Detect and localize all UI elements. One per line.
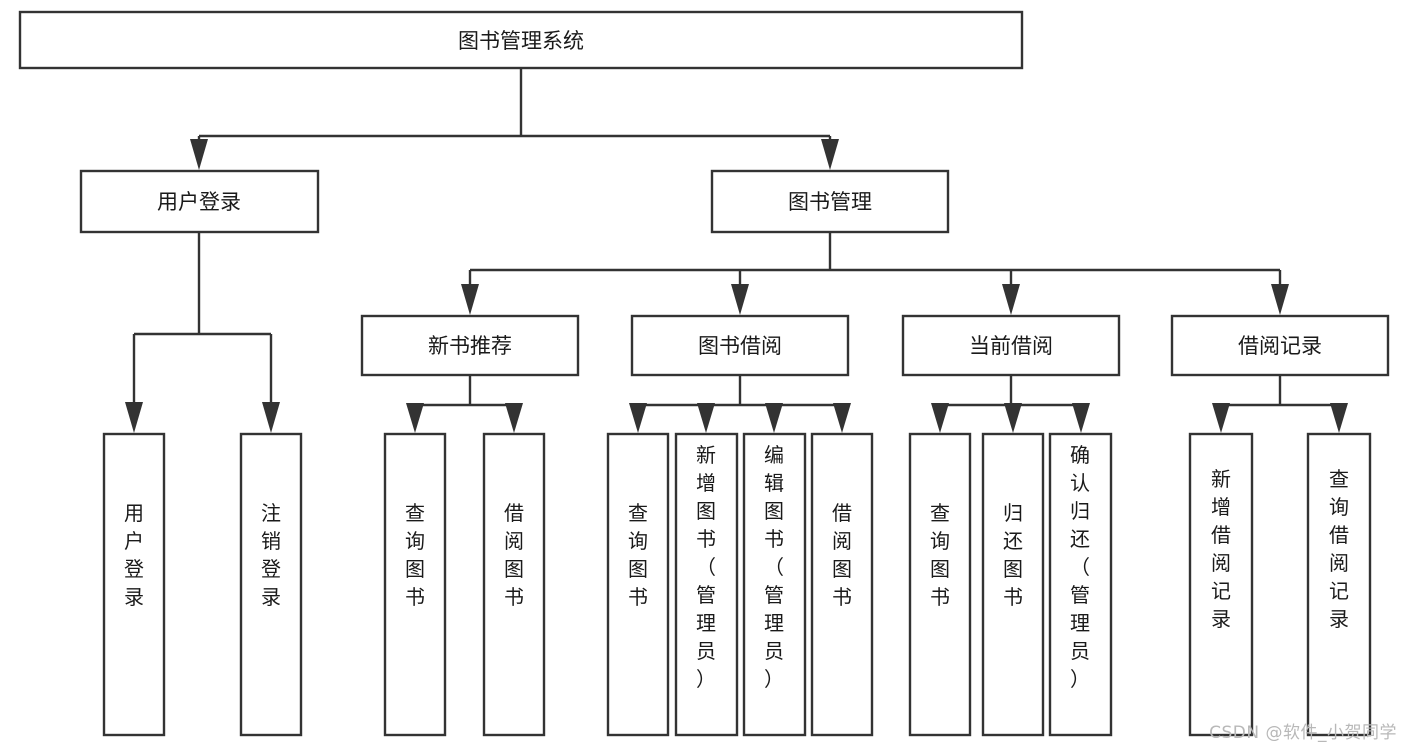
arrow-head-leaf-confirm-return (1072, 403, 1090, 433)
leaf-query-book-2-label: 查询图书 (628, 501, 648, 609)
node-borrow-record-label: 借阅记录 (1238, 334, 1322, 358)
arrow-head-leaf-borrow-book-1 (505, 403, 523, 433)
arrow-head-leaf-query-book-2 (629, 403, 647, 433)
node-borrow-record[interactable]: 借阅记录 (1170, 314, 1390, 377)
leaf-add-record[interactable]: 新增借阅记录 (1188, 432, 1254, 737)
node-user-login[interactable]: 用户登录 (79, 169, 320, 234)
leaf-borrow-book-1-box[interactable] (482, 432, 546, 737)
node-book-manage-box[interactable] (710, 169, 950, 234)
leaf-user-logout-box[interactable] (239, 432, 303, 737)
node-current-borrow-box[interactable] (901, 314, 1121, 377)
leaf-user-login-box[interactable] (102, 432, 166, 737)
leaf-user-logout-label: 注销登录 (261, 501, 281, 609)
arrow-head-book-borrow (731, 284, 749, 315)
leaf-edit-book-label: 编辑图书（管理员） (764, 443, 784, 691)
leaf-query-book-2[interactable]: 查询图书 (606, 432, 670, 737)
arrow-head-leaf-user-logout (262, 402, 280, 433)
node-new-book-recommend[interactable]: 新书推荐 (360, 314, 580, 377)
leaf-add-book[interactable]: 新增图书（管理员） (674, 432, 739, 737)
leaf-query-record-label: 查询借阅记录 (1329, 467, 1349, 631)
leaf-query-book-1-box[interactable] (383, 432, 447, 737)
node-book-borrow-box[interactable] (630, 314, 850, 377)
leaf-borrow-book-1-label: 借阅图书 (504, 501, 524, 609)
leaf-add-book-box[interactable] (674, 432, 739, 737)
arrow-head-book-manage (821, 139, 839, 170)
node-book-borrow[interactable]: 图书借阅 (630, 314, 850, 377)
leaf-query-book-3-label: 查询图书 (930, 501, 950, 609)
node-root-label: 图书管理系统 (458, 29, 584, 53)
leaf-return-book-box[interactable] (981, 432, 1045, 737)
leaf-borrow-book-1[interactable]: 借阅图书 (482, 432, 546, 737)
arrow-head-borrow-record (1271, 284, 1289, 315)
arrow-head-current-borrow (1002, 284, 1020, 315)
leaf-edit-book-box[interactable] (742, 432, 807, 737)
leaf-add-record-box[interactable] (1188, 432, 1254, 737)
arrow-head-user-login (190, 139, 208, 170)
leaf-user-login-label: 用户登录 (124, 501, 144, 609)
arrow-head-leaf-return-book (1004, 403, 1022, 433)
leaf-confirm-return-box[interactable] (1048, 432, 1113, 737)
leaf-user-login[interactable]: 用户登录 (102, 432, 166, 737)
node-user-login-box[interactable] (79, 169, 320, 234)
leaf-query-book-1[interactable]: 查询图书 (383, 432, 447, 737)
arrow-head-leaf-edit-book (765, 403, 783, 433)
arrow-head-leaf-user-login (125, 402, 143, 433)
leaf-query-record[interactable]: 查询借阅记录 (1306, 432, 1372, 737)
leaf-query-book-3[interactable]: 查询图书 (908, 432, 972, 737)
node-root[interactable]: 图书管理系统 (18, 10, 1024, 70)
leaf-borrow-book-2-label: 借阅图书 (832, 501, 852, 609)
leaf-query-book-1-label: 查询图书 (405, 501, 425, 609)
leaf-query-book-2-box[interactable] (606, 432, 670, 737)
csdn-watermark: CSDN @软件_小贺同学 (1209, 723, 1397, 743)
node-borrow-record-box[interactable] (1170, 314, 1390, 377)
node-book-borrow-label: 图书借阅 (698, 334, 782, 358)
node-new-book-recommend-label: 新书推荐 (428, 334, 512, 358)
leaf-query-record-box[interactable] (1306, 432, 1372, 737)
arrow-head-leaf-query-record (1330, 403, 1348, 433)
connector-layer (125, 68, 1348, 433)
arrow-head-leaf-add-record (1212, 403, 1230, 433)
leaf-borrow-book-2-box[interactable] (810, 432, 874, 737)
node-current-borrow-label: 当前借阅 (969, 334, 1053, 358)
arrow-head-leaf-query-book-3 (931, 403, 949, 433)
leaf-query-book-3-box[interactable] (908, 432, 972, 737)
leaf-borrow-book-2[interactable]: 借阅图书 (810, 432, 874, 737)
arrow-head-leaf-query-book-1 (406, 403, 424, 433)
arrow-head-leaf-add-book (697, 403, 715, 433)
leaf-confirm-return[interactable]: 确认归还（管理员） (1048, 432, 1113, 737)
arrow-head-leaf-borrow-book-2 (833, 403, 851, 433)
leaf-return-book-label: 归还图书 (1003, 501, 1023, 609)
leaf-return-book[interactable]: 归还图书 (981, 432, 1045, 737)
leaf-confirm-return-label: 确认归还（管理员） (1070, 443, 1090, 691)
leaf-add-book-label: 新增图书（管理员） (696, 443, 716, 691)
node-user-login-label: 用户登录 (157, 190, 241, 214)
node-book-manage[interactable]: 图书管理 (710, 169, 950, 234)
leaf-add-record-label: 新增借阅记录 (1211, 467, 1231, 631)
arrow-head-new-book-recommend (461, 284, 479, 315)
node-current-borrow[interactable]: 当前借阅 (901, 314, 1121, 377)
leaf-user-logout[interactable]: 注销登录 (239, 432, 303, 737)
leaf-edit-book[interactable]: 编辑图书（管理员） (742, 432, 807, 737)
node-root-box[interactable] (18, 10, 1024, 70)
node-new-book-recommend-box[interactable] (360, 314, 580, 377)
node-book-manage-label: 图书管理 (788, 190, 872, 214)
